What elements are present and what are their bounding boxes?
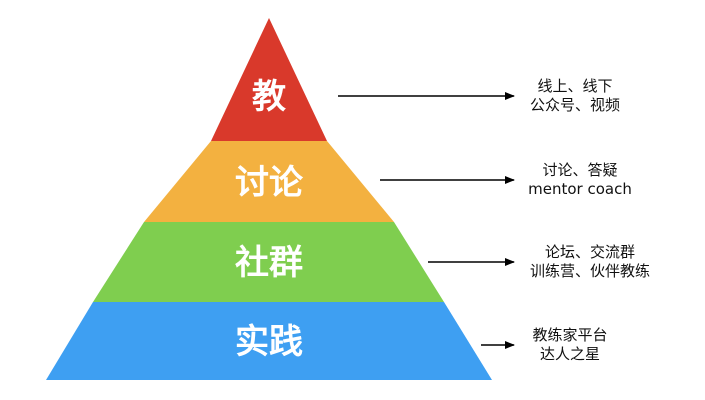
tier-teach — [211, 18, 327, 141]
tier-discussion — [144, 141, 394, 222]
tier-practice-label: 实践 — [235, 322, 303, 362]
note-community-line-2: 训练营、伙伴教练 — [529, 262, 650, 280]
note-practice-line-2: 达人之星 — [539, 345, 600, 363]
note-community: 论坛、交流群 训练营、伙伴教练 — [515, 243, 665, 281]
note-teach-line-2: 公众号、视频 — [529, 96, 620, 114]
tier-practice — [46, 302, 492, 380]
note-teach-line-1: 线上、线下 — [537, 77, 613, 95]
note-discussion: 讨论、答疑 mentor coach — [515, 161, 645, 199]
tier-teach-label: 教 — [252, 77, 286, 117]
tier-discussion-label: 讨论 — [235, 163, 304, 203]
note-community-line-1: 论坛、交流群 — [544, 243, 635, 261]
note-discussion-line-2: mentor coach — [528, 180, 632, 198]
tier-community-label: 社群 — [235, 243, 303, 283]
note-discussion-line-1: 讨论、答疑 — [542, 161, 618, 179]
note-teach: 线上、线下 公众号、视频 — [515, 77, 635, 115]
note-practice: 教练家平台 达人之星 — [515, 326, 625, 364]
tier-community — [93, 222, 444, 302]
note-practice-line-1: 教练家平台 — [532, 326, 608, 344]
